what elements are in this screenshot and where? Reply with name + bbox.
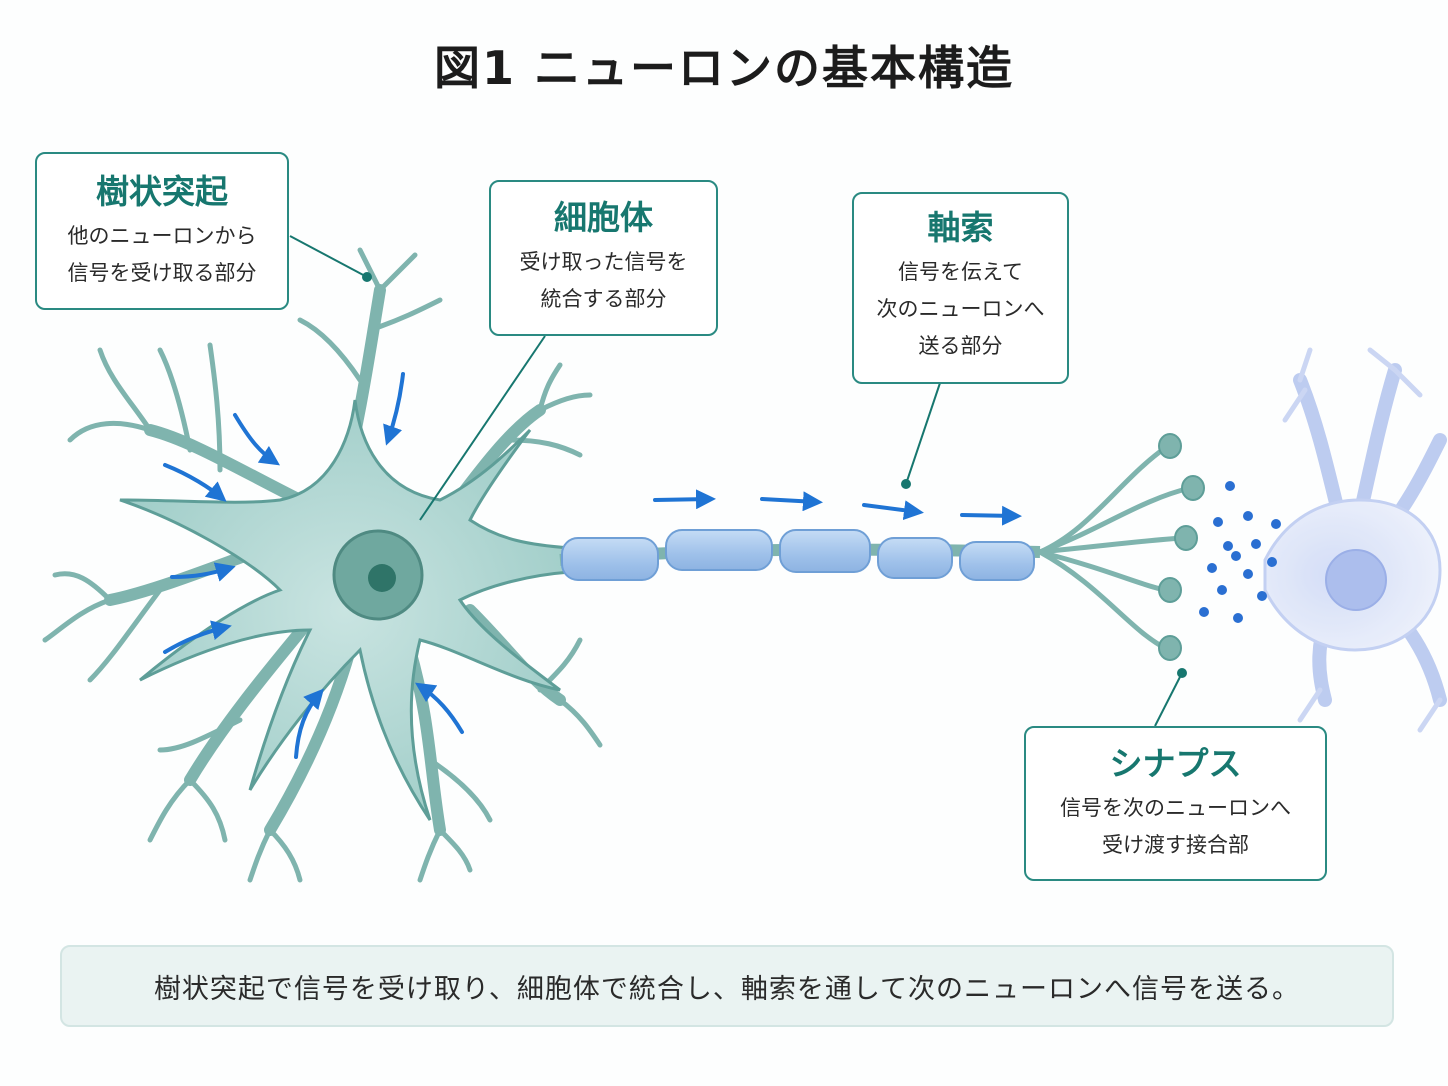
label-soma: 細胞体 受け取った信号を 統合する部分 xyxy=(489,180,718,336)
signal-arrow xyxy=(415,682,464,734)
label-axon: 軸索 信号を伝えて 次のニューロンへ 送る部分 xyxy=(852,192,1069,384)
myelin-segment xyxy=(779,529,871,573)
signal-arrow xyxy=(862,500,924,521)
label-soma-title: 細胞体 xyxy=(554,198,653,237)
signal-arrow xyxy=(653,489,716,510)
label-axon-desc-3: 送る部分 xyxy=(918,334,1003,358)
caption-box: 樹状突起で信号を受け取り、細胞体で統合し、軸索を通して次のニューロンへ信号を送る… xyxy=(60,945,1394,1027)
myelin-segment xyxy=(877,537,953,579)
myelin-segment xyxy=(665,529,773,571)
signal-arrow xyxy=(294,688,324,759)
label-synapse-desc-1: 信号を次のニューロンへ xyxy=(1060,796,1291,820)
label-axon-desc-2: 次のニューロンへ xyxy=(876,297,1045,321)
leader-line-axon xyxy=(905,382,941,485)
signal-arrow xyxy=(960,505,1022,526)
leader-line-soma xyxy=(419,335,546,521)
label-synapse: シナプス 信号を次のニューロンへ 受け渡す接合部 xyxy=(1024,726,1327,881)
label-axon-title: 軸索 xyxy=(927,208,994,247)
signal-arrow xyxy=(170,562,236,582)
leader-line-dendrite xyxy=(289,235,368,278)
leader-lines xyxy=(289,235,1187,727)
label-soma-desc-2: 統合する部分 xyxy=(540,287,667,311)
label-dendrite-title: 樹状突起 xyxy=(96,172,228,211)
signal-arrow xyxy=(163,620,232,654)
myelin-segment xyxy=(561,537,659,581)
neurotransmitters xyxy=(1199,481,1281,623)
signal-arrow xyxy=(163,463,227,502)
synaptic-knobs xyxy=(1158,433,1205,661)
label-soma-desc-1: 受け取った信号を xyxy=(519,250,688,274)
diagram-title: 図1 ニューロンの基本構造 xyxy=(433,41,1015,95)
axon-terminals xyxy=(1037,445,1193,651)
label-synapse-title: シナプス xyxy=(1109,744,1242,783)
caption-text: 樹状突起で信号を受け取り、細胞体で統合し、軸索を通して次のニューロンへ信号を送る… xyxy=(153,973,1301,1005)
label-axon-desc-1: 信号を伝えて xyxy=(898,260,1023,284)
leader-line-synapse xyxy=(1154,672,1183,727)
myelin-sheath xyxy=(561,529,1035,581)
next-neuron xyxy=(1263,347,1447,733)
label-dendrite-desc-2: 信号を受け取る部分 xyxy=(67,261,257,285)
label-synapse-desc-2: 受け渡す接合部 xyxy=(1102,833,1249,857)
label-dendrite: 樹状突起 他のニューロンから 信号を受け取る部分 xyxy=(35,152,289,310)
nucleolus xyxy=(368,564,396,592)
signal-arrow xyxy=(760,491,823,512)
dendrites xyxy=(42,247,603,883)
myelin-segment xyxy=(959,541,1035,581)
soma-body xyxy=(119,399,572,821)
signal-arrow xyxy=(383,372,405,446)
signal-arrow xyxy=(233,413,280,466)
label-dendrite-desc-1: 他のニューロンから xyxy=(67,224,257,248)
signal-arrows xyxy=(163,372,1022,759)
